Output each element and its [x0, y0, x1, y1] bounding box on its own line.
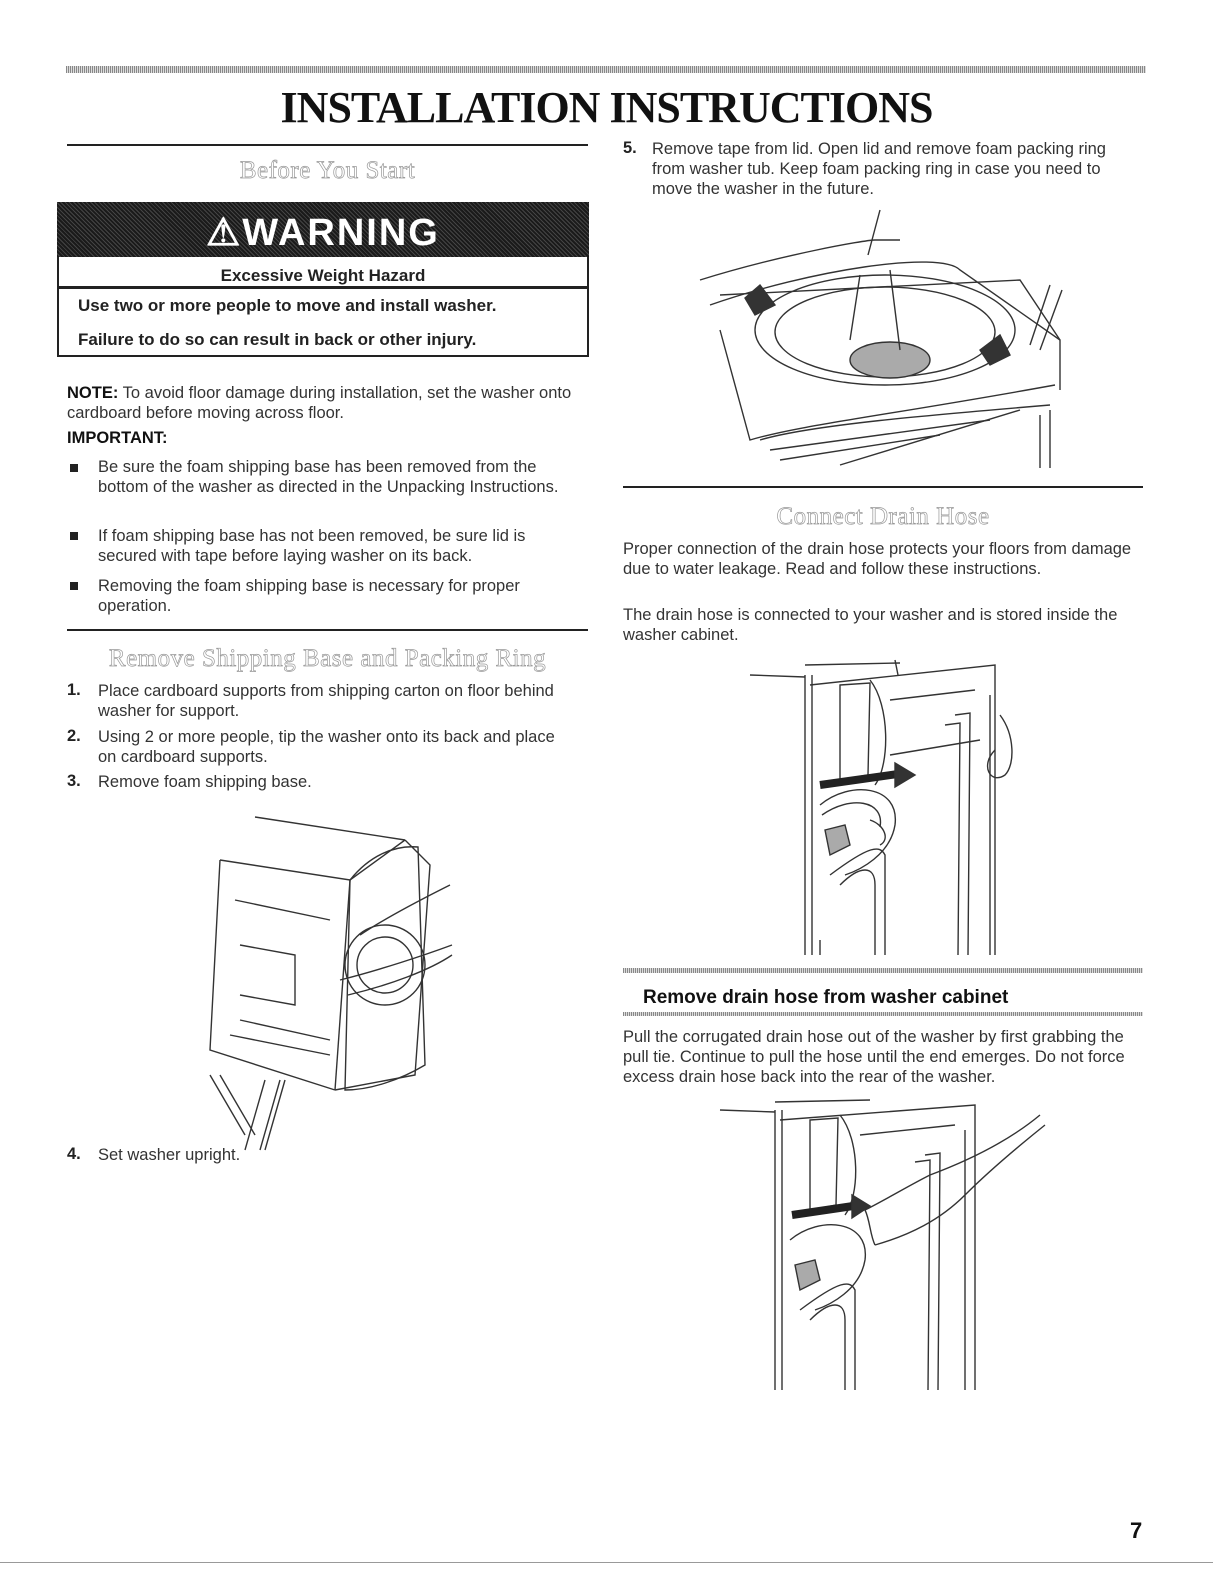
page-title: INSTALLATION INSTRUCTIONS	[280, 83, 934, 132]
step-text: Remove tape from lid. Open lid and remov…	[652, 140, 1106, 198]
section-rule	[67, 144, 588, 146]
subheading: Remove drain hose from washer cabinet	[643, 987, 1009, 1008]
drain-hose-stored-illustration	[749, 659, 1013, 956]
warning-banner: ⚠WARNING	[57, 202, 589, 257]
bullet-item: If foam shipping base has not been remov…	[98, 527, 526, 565]
bullet-marker	[70, 532, 78, 540]
bottom-rule	[0, 1562, 1213, 1563]
subheading-band-top	[623, 968, 1143, 973]
paragraph: Proper connection of the drain hose prot…	[623, 540, 1132, 578]
note-text: To avoid floor damage during installatio…	[67, 384, 572, 422]
section-heading-remove-shipping-base: Remove Shipping Base and Packing Ring	[108, 645, 547, 673]
step-number: 2.	[67, 727, 81, 745]
step-text: Using 2 or more people, tip the washer o…	[98, 728, 555, 766]
washer-tub-illustration	[699, 209, 1063, 468]
warning-label: ⚠WARNING	[206, 212, 440, 254]
step-text: Set washer upright.	[98, 1146, 241, 1164]
important-label: IMPORTANT:	[67, 429, 168, 447]
step-number: 3.	[67, 772, 81, 790]
top-decorative-band	[66, 66, 1146, 73]
warning-hazard: Excessive Weight Hazard	[220, 266, 426, 285]
warning-triangle-icon: ⚠	[206, 212, 243, 254]
warning-box-outline	[57, 257, 589, 357]
section-rule	[623, 486, 1143, 488]
bullet-item: Removing the foam shipping base is neces…	[98, 577, 520, 615]
step-text: Place cardboard supports from shipping c…	[98, 682, 554, 720]
drain-hose-pull-illustration	[719, 1099, 1046, 1391]
bullet-marker	[70, 582, 78, 590]
page-number: 7	[1130, 1518, 1143, 1543]
step-number: 1.	[67, 681, 81, 699]
section-heading-connect-drain-hose: Connect Drain Hose	[776, 503, 990, 531]
warning-line-2: Failure to do so can result in back or o…	[78, 330, 477, 349]
paragraph: Pull the corrugated drain hose out of th…	[623, 1028, 1125, 1086]
step-number: 5.	[623, 139, 637, 157]
paragraph: The drain hose is connected to your wash…	[623, 606, 1118, 644]
bullet-item: Be sure the foam shipping base has been …	[98, 458, 559, 496]
note-paragraph: NOTE: To avoid floor damage during insta…	[67, 383, 588, 423]
note-label: NOTE:	[67, 384, 119, 402]
washer-on-back-illustration	[209, 816, 453, 1151]
step-text: Remove foam shipping base.	[98, 773, 312, 791]
bullet-marker	[70, 464, 78, 472]
step-number: 4.	[67, 1145, 81, 1163]
warning-line-1: Use two or more people to move and insta…	[78, 296, 497, 315]
section-heading-before-you-start: Before You Start	[239, 157, 416, 185]
section-rule	[67, 629, 588, 631]
subheading-band-bottom	[623, 1012, 1143, 1016]
